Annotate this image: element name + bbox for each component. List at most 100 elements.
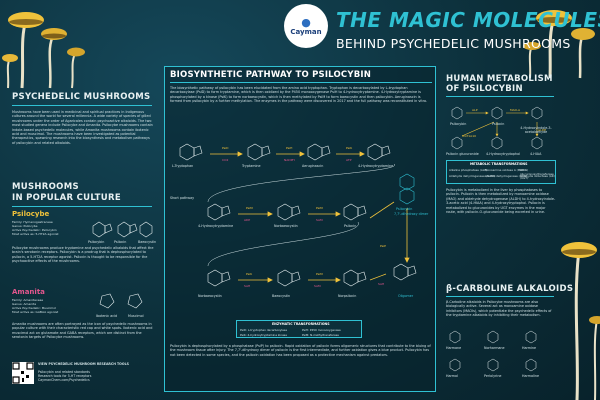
carboline-label: Harmane	[446, 346, 462, 350]
legend-item: PsiH: P450 monooxygenase	[302, 328, 341, 332]
qr-code[interactable]	[12, 362, 34, 384]
enzyme-label: PsiK	[246, 272, 253, 276]
divider	[446, 96, 554, 97]
footer-note: Psilocybin and related standards	[38, 370, 90, 374]
legend-item: Aldehyde reductase (AR)	[520, 174, 555, 178]
metabolite-label: 4-HIAA	[530, 152, 542, 156]
psilocybe-heading: Psilocybe	[12, 210, 50, 218]
molecule-label: Norpsilocin	[338, 294, 357, 298]
culture-heading-line1: MUSHROOMS	[12, 182, 79, 192]
amanita-family: Family: Amanitaceae	[12, 298, 44, 302]
metabolite-label: Psilocybin	[450, 122, 467, 126]
molecule-label: L-Tryptophan	[172, 164, 194, 168]
carboline-text: β-Carboline alkaloids in Psilocybe mushr…	[446, 300, 552, 318]
psilocybe-active: Active Psychedelic: Psilocybin	[12, 228, 57, 232]
amanita-label: Ibotenic acid	[96, 314, 118, 318]
psilocybe-family: Family: Hymenogastraceae	[12, 220, 53, 224]
logo-text: Cayman	[290, 27, 322, 36]
biosynthetic-pathway-diagram	[179, 143, 417, 287]
psilocybe-label: Psilocybin	[88, 240, 105, 244]
metabolite-label: 4-Hydroxyindole-3-acetaldehyde	[520, 126, 552, 134]
molecule-label: Baeocystin	[272, 294, 291, 298]
cofactor-label: SAM	[314, 284, 321, 288]
legend-item: Alcohol dehydrogenase (ADH)	[485, 174, 527, 178]
enzyme-legend-title: ENZYMATIC TRANSFORMATIONS	[272, 322, 330, 326]
biosynthetic-heading: BIOSYNTHETIC PATHWAY TO PSILOCYBIN	[170, 70, 372, 80]
psilocybe-activity: Most active as: 5-HT2A agonist	[12, 232, 59, 236]
legend-item: PsiM: N-methyltransferase	[302, 333, 339, 337]
molecule-label-dimer: 7,7'-dihydroxy dimer	[394, 212, 429, 216]
carboline-label: Harmol	[446, 374, 458, 378]
psilocybe-structures	[92, 221, 153, 238]
mushroom-illustration-left	[2, 12, 85, 89]
enzyme-label: PsiM	[246, 206, 253, 210]
divider	[170, 82, 432, 83]
cayman-logo: ● Cayman	[284, 4, 328, 48]
metabolism-heading-line1: HUMAN METABOLISM	[446, 74, 553, 84]
page-subtitle: BEHIND PSYCHEDELIC MUSHROOMS	[336, 36, 571, 51]
cofactor-label: ADP	[244, 218, 251, 222]
legend-item: Alkaline phosphatase (ALP)	[449, 168, 488, 172]
enzyme-label: ALP	[472, 108, 478, 112]
carboline-label: Harmaline	[522, 374, 539, 378]
footer-url[interactable]: CaymanChem.com/Psychedelics	[38, 378, 90, 382]
amanita-text: Amanita mushrooms are often portrayed as…	[12, 322, 153, 340]
carboline-label: Norharmane	[484, 346, 505, 350]
psychedelic-intro-text: Mushrooms have been used in medicinal an…	[12, 110, 153, 145]
mushroom-illustration-right	[523, 10, 595, 79]
metabolite-label: 4-Hydroxytryptophol	[486, 152, 521, 156]
psilocybe-genus: Genus: Psilocybe	[12, 224, 38, 228]
qr-code-icon	[12, 362, 34, 384]
molecule-label: Tryptamine	[242, 164, 261, 168]
enzyme-label: PsiM	[316, 272, 323, 276]
biosynthetic-intro: The biosynthetic pathway of psilocybin h…	[170, 86, 428, 104]
cofactor-label: ATP	[346, 158, 352, 162]
enzyme-label: PsiM	[316, 206, 323, 210]
enzyme-label: PsiP	[380, 244, 386, 248]
amanita-activity: Most active as: GABAA agonist	[12, 310, 59, 314]
enzyme-legend	[236, 320, 362, 338]
molecule-label: Norbaeocystin	[274, 224, 298, 228]
legend-item: Monoamine oxidase A (MAO-A)	[485, 168, 529, 172]
molecule-label: Psilocin	[344, 224, 357, 228]
molecule-label: Aeruginascin	[302, 164, 324, 168]
enzyme-label: MAO-A	[510, 108, 521, 112]
amanita-structures	[99, 293, 143, 309]
metabolic-legend-title: METABOLIC TRANSFORMATIONS	[470, 162, 528, 166]
cofactor-label: CO2	[222, 158, 229, 162]
molecule-label: 4-Hydroxytryptamine	[358, 164, 394, 168]
carboline-label: Perlolyrine	[484, 374, 502, 378]
psilocybe-text: Psilocybe mushrooms produce tryptamine a…	[12, 246, 154, 264]
enzyme-label: ALDH	[538, 128, 547, 132]
enzyme-label: UGT1A10	[462, 134, 477, 138]
carboline-heading: β-CARBOLINE ALKALOIDS	[446, 284, 574, 294]
legend-item: UDP-glucuronosyltransferase (UGT)	[520, 168, 554, 180]
enzyme-label: PsiH	[286, 146, 293, 150]
metabolite-label: Psilocin	[492, 122, 505, 126]
molecule-label-oligomer: Oligomer	[398, 294, 414, 298]
footer-note: Research tools for 5-HT receptors	[38, 374, 92, 378]
molecule-label: Norbaeocystin	[198, 294, 222, 298]
carboline-label: Harmine	[522, 346, 537, 350]
molecule-label-psilocybin: Psilocybin	[396, 207, 413, 211]
amanita-genus: Genus: Amanita	[12, 302, 37, 306]
psilocybe-label: Baeocystin	[138, 240, 157, 244]
cofactor-label: SAH	[378, 282, 385, 286]
metabolic-legend	[446, 160, 556, 184]
amanita-active: Active Psychedelic: Muscimol	[12, 306, 56, 310]
cofactor-label: NADPH	[284, 158, 295, 162]
biosynthetic-panel	[164, 66, 436, 392]
cofactor-label: SAH	[244, 284, 251, 288]
psychedelic-mushrooms-heading: PSYCHEDELIC MUSHROOMS	[12, 92, 151, 102]
legend-item: Aldehyde dehydrogenase (ALDH)	[449, 174, 496, 178]
psilocybe-label: Psilocin	[114, 240, 127, 244]
legend-item: PsiD: L-tryptophan decarboxylase	[240, 328, 288, 332]
enzyme-label: PsiD	[222, 146, 229, 150]
metabolism-heading-line2: OF PSILOCYBIN	[446, 84, 523, 94]
metabolite-label: Psilocin glucuronide	[446, 152, 479, 156]
divider	[12, 206, 152, 207]
amanita-label: Muscimol	[128, 314, 144, 318]
enzyme-label: PsiK	[346, 146, 353, 150]
footer-cta[interactable]: VIEW PSYCHEDELIC MUSHROOM RESEARCH TOOLS	[38, 362, 129, 366]
cayman-logo-icon: ●	[301, 15, 311, 29]
